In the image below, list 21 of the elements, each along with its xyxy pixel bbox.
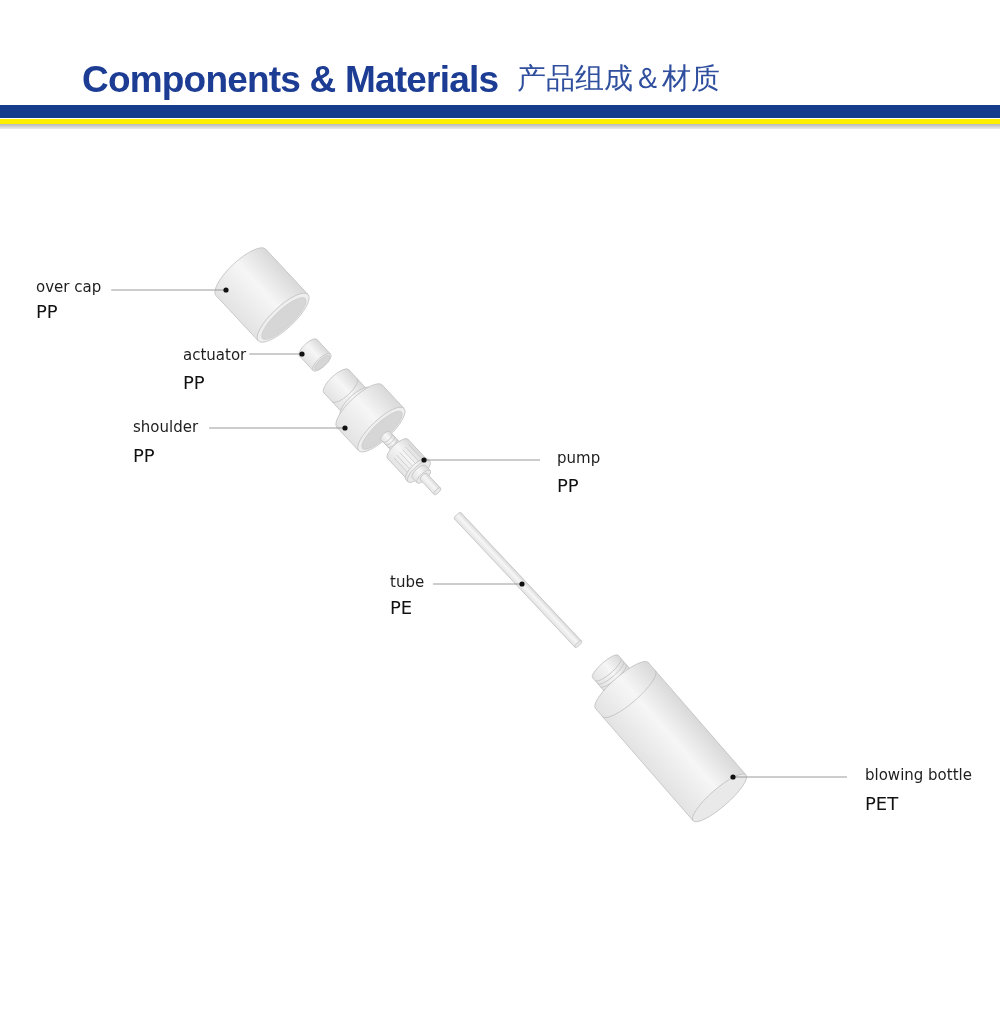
subtitle: 产品组成＆材质 xyxy=(517,64,720,93)
material-label: PP xyxy=(183,373,205,393)
leader-line xyxy=(248,351,305,357)
part-name: tube xyxy=(390,573,425,591)
part-name: over cap xyxy=(36,278,102,296)
material-label: PP xyxy=(133,446,155,466)
part-name: actuator xyxy=(183,346,247,364)
leader-line xyxy=(432,581,525,587)
part-name: shoulder xyxy=(133,418,199,436)
leader-line xyxy=(421,457,541,463)
part-name: blowing bottle xyxy=(865,766,972,784)
material-label: PE xyxy=(390,598,413,618)
material-label: PP xyxy=(557,476,579,496)
actuator-drawing xyxy=(295,335,335,375)
material-label: PP xyxy=(36,302,58,322)
leader-line xyxy=(208,425,348,431)
title: Components & Materials xyxy=(82,58,499,102)
part-name: pump xyxy=(557,449,601,467)
leader-line xyxy=(730,774,848,780)
material-label: PET xyxy=(865,794,899,814)
leader-line xyxy=(110,287,229,293)
